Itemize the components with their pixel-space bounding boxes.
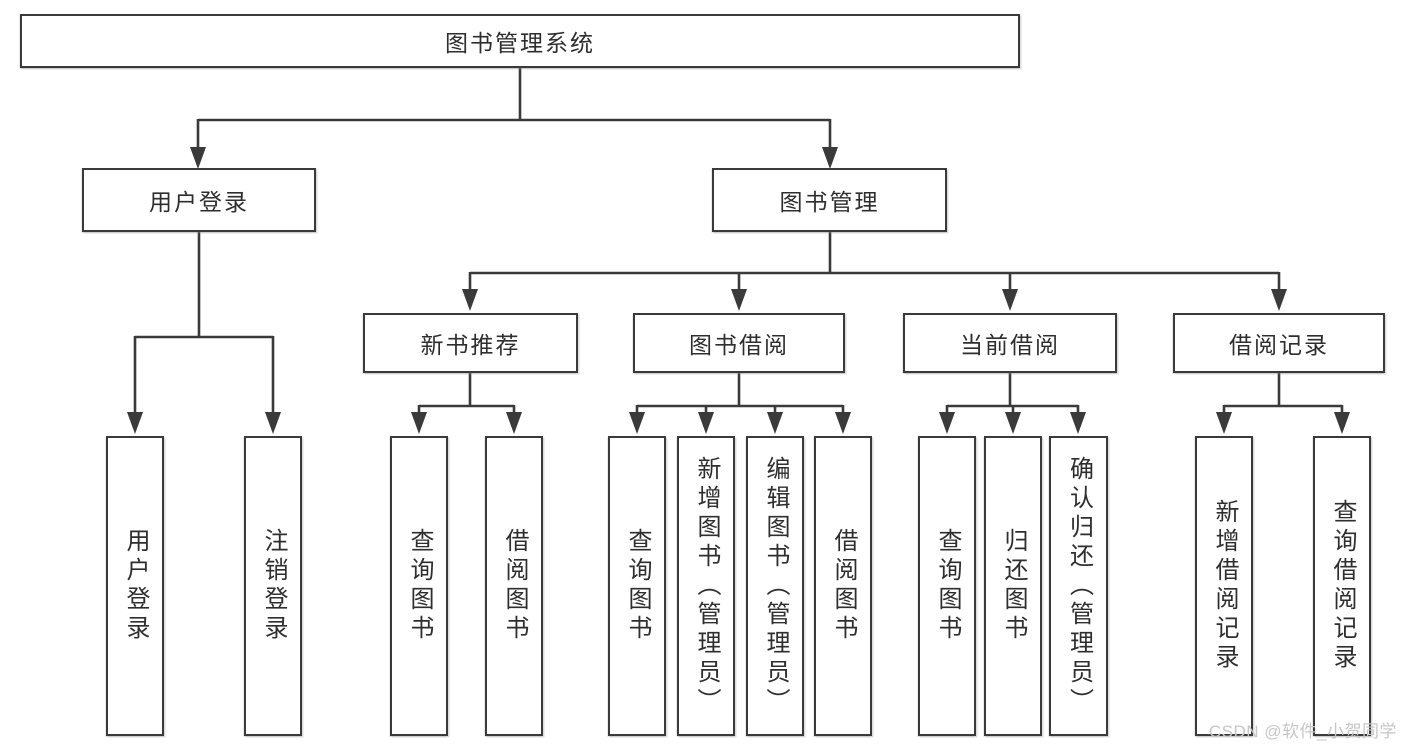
arrowhead-icon (698, 412, 714, 434)
arrowhead-icon (265, 412, 281, 434)
leaf-query-books-current: 查询图书 (918, 436, 976, 736)
arrowhead-icon (939, 412, 955, 434)
node-book-management: 图书管理 (712, 168, 947, 232)
node-book-borrowing: 图书借阅 (633, 313, 845, 373)
node-label: 借阅记录 (1229, 332, 1329, 358)
node-label: 查询图书 (934, 528, 961, 644)
arrowhead-icon (1271, 289, 1287, 311)
arrowhead-icon (822, 147, 838, 169)
leaf-edit-books-admin: 编辑图书（管理员） (746, 436, 804, 736)
leaf-borrow-books-borrowing: 借阅图书 (814, 436, 872, 736)
leaf-return-books: 归还图书 (984, 436, 1042, 736)
node-label: 借阅图书 (830, 528, 857, 644)
node-label: 确认归还（管理员） (1065, 455, 1093, 717)
node-user-login: 用户登录 (82, 168, 316, 232)
node-current-borrowing: 当前借阅 (903, 313, 1117, 373)
arrowhead-icon (1005, 412, 1021, 434)
arrowhead-icon (731, 289, 747, 311)
arrowhead-icon (462, 289, 478, 311)
arrowhead-icon (1216, 412, 1232, 434)
node-label: 图书管理 (779, 189, 880, 215)
node-label: 当前借阅 (960, 332, 1060, 358)
csdn-watermark: CSDN @软件_小贺同学 (1208, 722, 1397, 741)
node-label: 新书推荐 (420, 332, 521, 358)
node-label: 图书管理系统 (445, 30, 595, 56)
leaf-logout-login: 注销登录 (244, 436, 302, 736)
node-library-management-system: 图书管理系统 (20, 14, 1020, 68)
leaf-user-login: 用户登录 (106, 436, 164, 736)
arrowhead-icon (1002, 289, 1018, 311)
leaf-add-borrow-record: 新增借阅记录 (1195, 436, 1253, 736)
node-new-book-recommendation: 新书推荐 (363, 313, 578, 373)
node-label: 归还图书 (1000, 528, 1027, 644)
node-label: 图书借阅 (689, 332, 789, 358)
leaf-add-books-admin: 新增图书（管理员） (677, 436, 735, 736)
node-label: 查询图书 (624, 528, 651, 644)
arrowhead-icon (629, 412, 645, 434)
arrowhead-icon (411, 412, 427, 434)
leaf-confirm-return-admin: 确认归还（管理员） (1049, 436, 1108, 736)
node-label: 查询借阅记录 (1329, 499, 1356, 673)
arrowhead-icon (190, 147, 206, 169)
arrowhead-icon (127, 412, 143, 434)
node-label: 借阅图书 (501, 528, 528, 644)
node-label: 新增图书（管理员） (693, 455, 720, 717)
leaf-query-books-borrowing: 查询图书 (608, 436, 666, 736)
arrowhead-icon (1070, 412, 1086, 434)
node-label: 新增借阅记录 (1211, 499, 1238, 673)
node-label: 用户登录 (149, 189, 249, 215)
node-borrowing-records: 借阅记录 (1173, 313, 1385, 373)
node-label: 查询图书 (406, 528, 433, 644)
arrowhead-icon (506, 412, 522, 434)
arrowhead-icon (1334, 412, 1350, 434)
node-label: 用户登录 (122, 528, 149, 644)
arrowhead-icon (767, 412, 783, 434)
leaf-query-books-recommend: 查询图书 (390, 436, 448, 736)
leaf-borrow-books-recommend: 借阅图书 (485, 436, 543, 736)
arrowhead-icon (835, 412, 851, 434)
leaf-query-borrow-record: 查询借阅记录 (1313, 436, 1371, 736)
node-label: 编辑图书（管理员） (762, 455, 789, 717)
node-label: 注销登录 (260, 528, 287, 644)
